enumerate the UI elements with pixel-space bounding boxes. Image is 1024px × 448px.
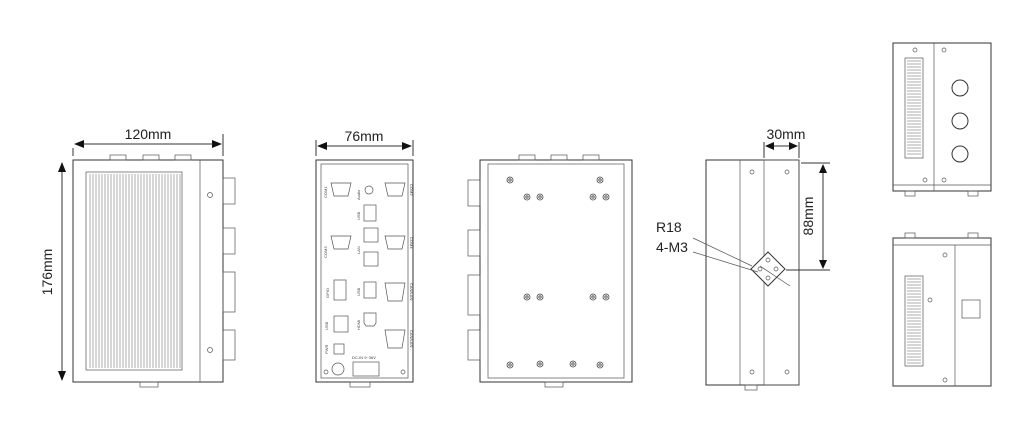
back-body	[479, 159, 633, 383]
usb-port	[363, 204, 377, 222]
mounting-hole-icon	[506, 361, 514, 369]
svg-text:Audio: Audio	[356, 189, 361, 200]
front-width-label: 120mm	[125, 126, 172, 142]
screw-icon	[400, 369, 406, 375]
mounting-hole-icon	[591, 195, 595, 199]
mounting-hole-icon	[536, 293, 544, 301]
mounting-hole-icon	[604, 295, 608, 299]
svg-text:USB: USB	[356, 211, 361, 220]
mounting-bracket	[750, 251, 786, 287]
db9-can-lan-1: CAN/LAN	[384, 282, 414, 302]
db9-com2: COM2	[384, 182, 414, 197]
svg-text:CAN/LAN: CAN/LAN	[409, 283, 414, 300]
mounting-hole-icon	[536, 193, 544, 201]
dc-terminal	[352, 361, 380, 377]
lan-port-2	[363, 251, 379, 267]
svg-text:CAN/LAN: CAN/LAN	[409, 330, 414, 347]
mounting-hole-icon	[525, 195, 529, 199]
top-view	[892, 42, 992, 197]
svg-text:USB: USB	[324, 321, 329, 330]
db9-com3: COM3	[323, 235, 352, 258]
bracket-width-label: 30mm	[767, 126, 806, 142]
mounting-hole-icon	[523, 193, 531, 201]
mounting-hole-icon	[525, 295, 529, 299]
mounting-hole-icon	[538, 295, 542, 299]
front-height-label: 176mm	[39, 249, 55, 296]
lan-port-1	[363, 227, 379, 243]
screw-icon	[207, 192, 213, 198]
antenna-hole-icon	[951, 79, 969, 97]
mounting-hole-icon	[508, 363, 512, 367]
heatsink-fins	[89, 174, 181, 368]
front-view: 120mm 176mm	[39, 126, 236, 388]
mounting-hole-icon	[602, 193, 610, 201]
vent-slots	[907, 278, 921, 364]
db9-com4: COM4	[384, 235, 414, 250]
mounting-hole-icon	[569, 360, 577, 368]
mounting-hole-icon	[538, 195, 542, 199]
svg-text:COM3: COM3	[323, 246, 328, 258]
radius-label: R18	[656, 219, 682, 235]
svg-text:GPIO: GPIO	[325, 288, 330, 298]
side-width-label: 76mm	[345, 128, 384, 144]
antenna-hole-icon	[951, 145, 969, 163]
bracket-side-view: R18 4-M3 30mm 88mm	[656, 126, 830, 391]
mounting-hole-icon	[506, 176, 514, 184]
mounting-hole-icon	[538, 362, 542, 366]
power-switch	[333, 343, 345, 355]
audio-jack-icon	[364, 185, 374, 195]
dc-jack-icon	[331, 362, 345, 376]
usb-port	[333, 315, 349, 333]
mounting-hole-icon	[596, 176, 604, 184]
mounting-hole-icon	[571, 362, 575, 366]
svg-text:DC-IN 9~36V: DC-IN 9~36V	[352, 355, 376, 360]
mounting-hole-icon	[591, 295, 595, 299]
mounting-hole-icon	[604, 195, 608, 199]
mounting-hole-icon	[596, 361, 604, 369]
svg-text:COM4: COM4	[409, 237, 414, 249]
svg-text:COM2: COM2	[409, 184, 414, 196]
top-body	[892, 42, 992, 192]
vent-slots	[907, 60, 921, 155]
screws-label: 4-M3	[656, 239, 688, 255]
mounting-hole-icon	[598, 363, 602, 367]
hdmi-port	[363, 312, 377, 327]
mounting-hole-icon	[536, 360, 544, 368]
mounting-holes	[506, 176, 610, 369]
bracket-side-body	[705, 159, 800, 386]
gpio-header	[333, 279, 347, 301]
mounting-hole-icon	[589, 293, 597, 301]
mounting-hole-icon	[523, 293, 531, 301]
mounting-hole-icon	[589, 193, 597, 201]
bottom-body	[892, 237, 992, 387]
db9-can-lan-2: CAN/LAN	[384, 329, 414, 349]
bottom-view	[892, 232, 992, 387]
screw-icon	[207, 347, 213, 353]
screw-icon	[323, 369, 329, 375]
db9-com1: COM1	[323, 182, 352, 198]
mounting-hole-icon	[602, 293, 610, 301]
screw-icon	[784, 169, 790, 175]
terminal-block	[961, 299, 981, 319]
bracket-height-label: 88mm	[800, 197, 816, 236]
screw-icon	[784, 369, 790, 375]
svg-text:COM1: COM1	[323, 186, 328, 198]
heatsink-area	[85, 171, 183, 371]
io-side-view: 76mm COM1 COM2 COM3 COM4 CAN/LAN CAN/LAN…	[315, 128, 414, 388]
screw-icon	[749, 369, 755, 375]
screw-icon	[749, 169, 755, 175]
mounting-hole-icon	[598, 178, 602, 182]
svg-text:PWR: PWR	[324, 345, 329, 354]
usb-port	[363, 281, 377, 299]
back-view	[467, 154, 633, 388]
mounting-hole-icon	[508, 178, 512, 182]
antenna-hole-icon	[951, 112, 969, 130]
front-body	[72, 159, 224, 383]
svg-text:HDMI: HDMI	[356, 320, 361, 330]
io-panel-body	[315, 159, 414, 383]
svg-text:LAN: LAN	[356, 246, 361, 254]
svg-text:USB: USB	[356, 287, 361, 296]
